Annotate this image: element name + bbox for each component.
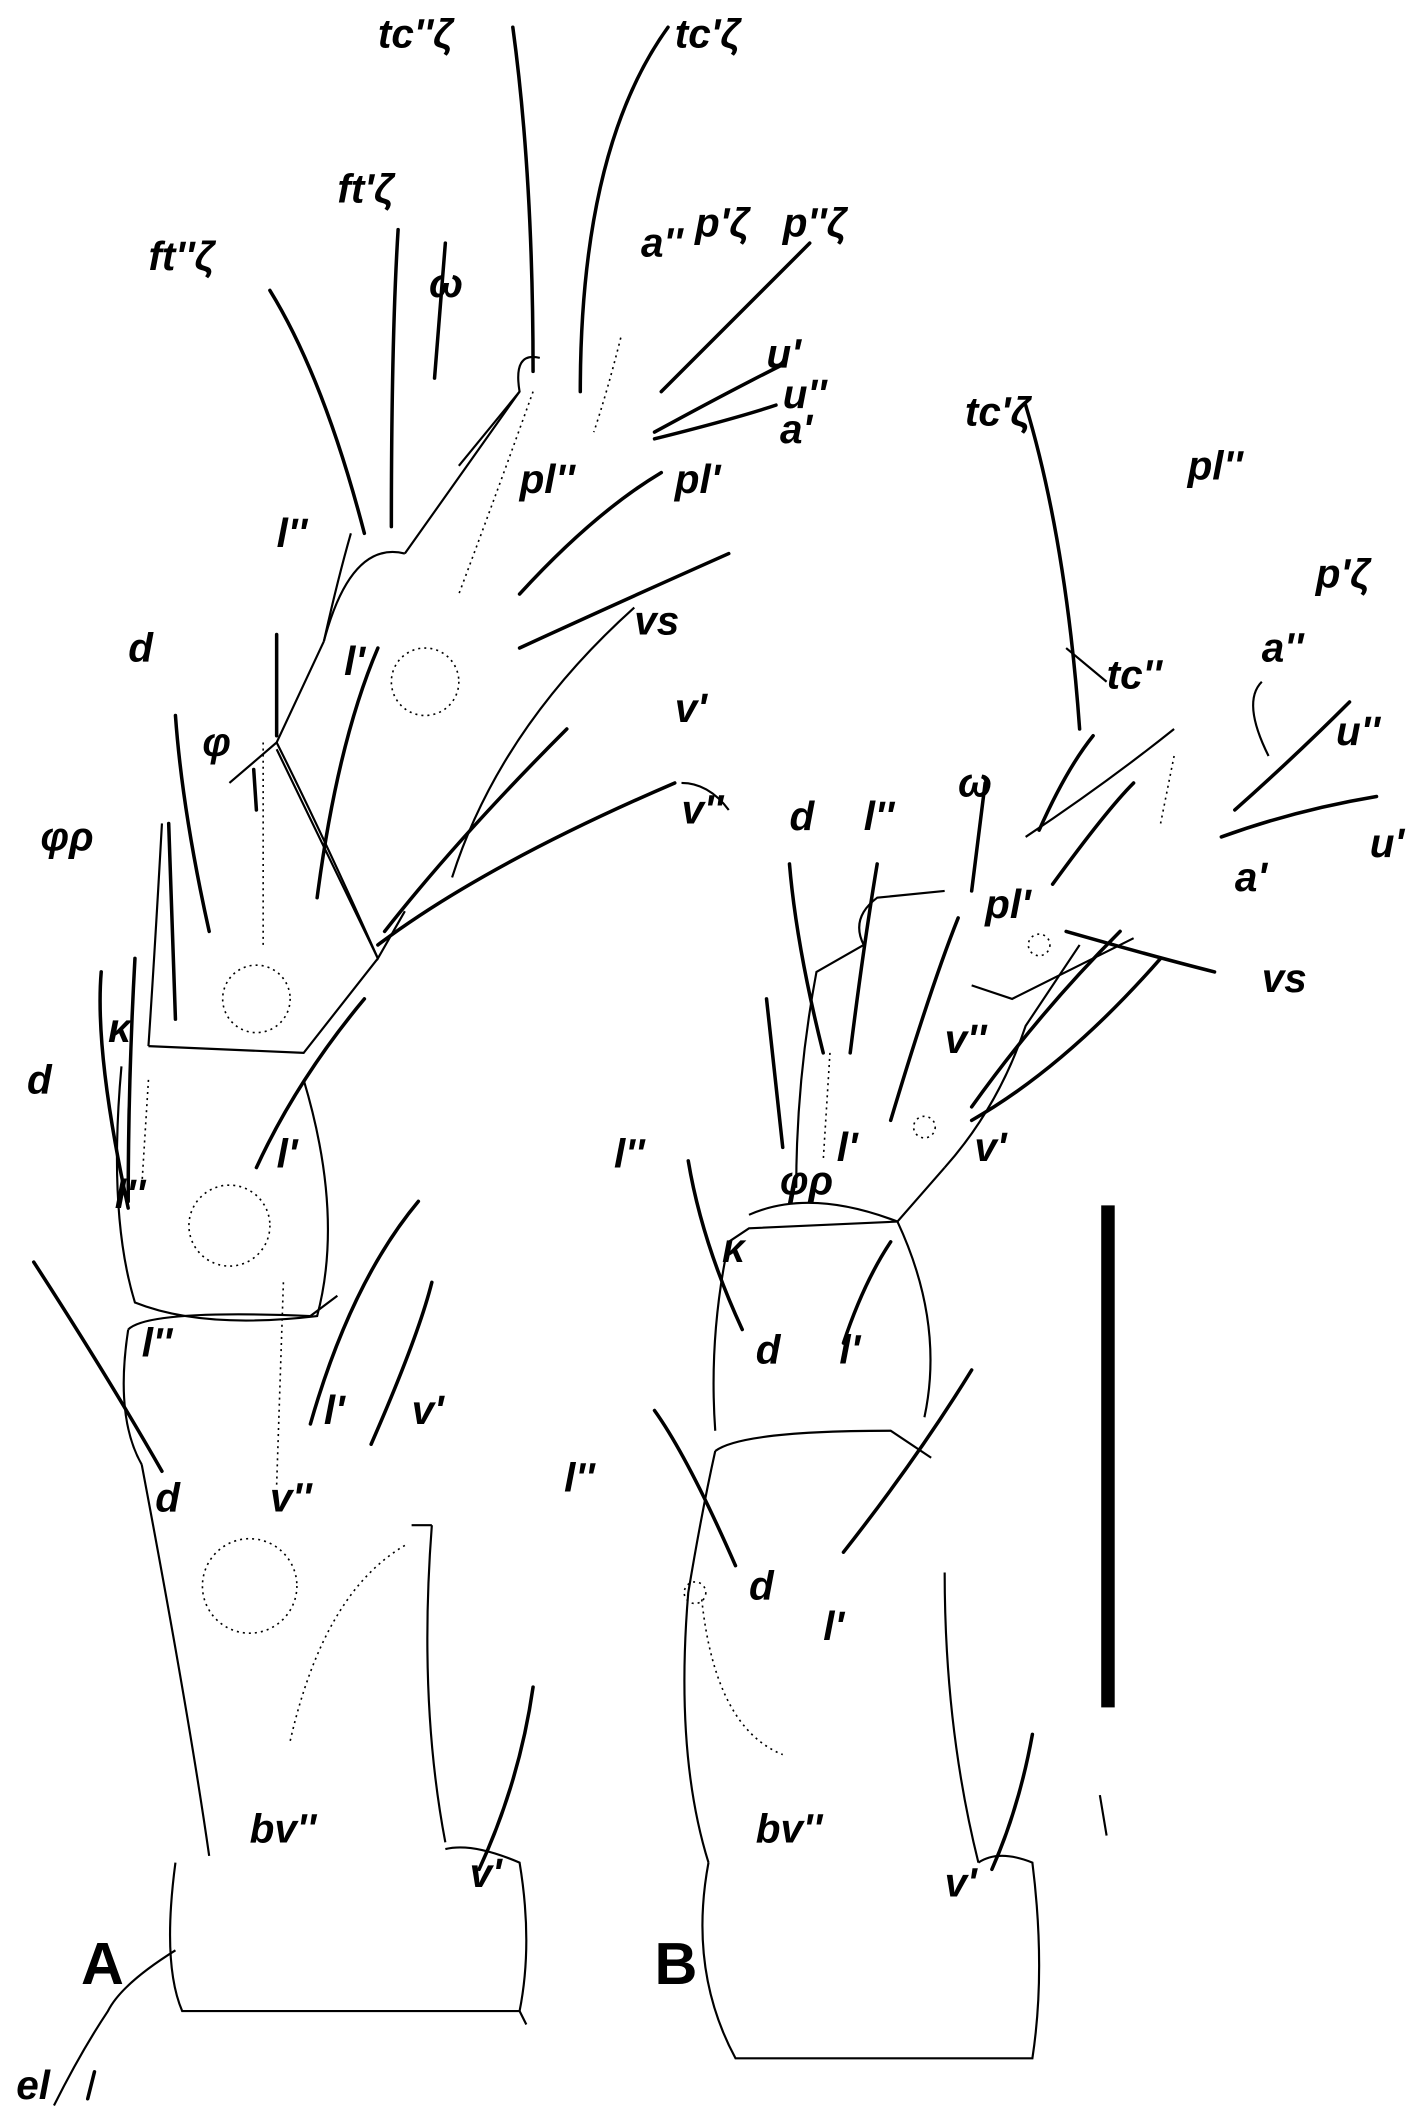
label: v' bbox=[675, 685, 709, 731]
label: l'' bbox=[115, 1171, 147, 1217]
label: a' bbox=[1235, 854, 1269, 900]
label: ft''ζ bbox=[148, 233, 216, 279]
label: vs bbox=[634, 598, 679, 644]
label: u'' bbox=[1336, 708, 1381, 754]
label: v' bbox=[974, 1124, 1008, 1170]
leg-b-alveoli bbox=[683, 755, 1175, 1756]
label: v' bbox=[470, 1850, 504, 1896]
label: l' bbox=[823, 1603, 845, 1649]
leg-b-outline bbox=[683, 647, 1270, 2060]
label: ft'ζ bbox=[337, 166, 396, 212]
label: κ bbox=[722, 1225, 747, 1271]
label: pl'' bbox=[1187, 442, 1245, 488]
leg-b-setae bbox=[652, 403, 1379, 1872]
label: u'' bbox=[783, 371, 828, 417]
label: κ bbox=[108, 1005, 133, 1051]
label: d bbox=[155, 1475, 181, 1521]
label: d bbox=[27, 1056, 53, 1102]
label: tc'ζ bbox=[965, 388, 1033, 434]
label: tc'' bbox=[1107, 652, 1164, 698]
label: l'' bbox=[864, 793, 896, 839]
label: ω bbox=[429, 260, 463, 306]
label: p''ζ bbox=[782, 199, 849, 245]
label: l'' bbox=[142, 1320, 174, 1366]
label: l'' bbox=[564, 1454, 596, 1500]
label: u' bbox=[767, 330, 803, 376]
label: d bbox=[128, 625, 154, 671]
label: d bbox=[749, 1562, 775, 1608]
label: l' bbox=[344, 638, 366, 684]
label: pl'' bbox=[519, 456, 577, 502]
panel-a-labels: tc''ζ tc'ζ ft'ζ ft''ζ ω a'' p'ζ p''ζ u' … bbox=[16, 10, 848, 2107]
label: φ bbox=[202, 719, 230, 765]
label: l' bbox=[324, 1387, 346, 1433]
label: v'' bbox=[945, 1016, 988, 1062]
label: bv'' bbox=[756, 1805, 824, 1851]
label: v'' bbox=[682, 786, 725, 832]
label: l'' bbox=[614, 1131, 646, 1177]
label: vs bbox=[1262, 955, 1307, 1001]
leg-a-setae bbox=[31, 25, 812, 2101]
label: v' bbox=[945, 1859, 979, 1905]
label: l' bbox=[277, 1131, 299, 1177]
label: a'' bbox=[641, 220, 684, 266]
label: pl' bbox=[674, 456, 722, 502]
label: l' bbox=[837, 1124, 859, 1170]
label: u' bbox=[1370, 820, 1406, 866]
label: tc'ζ bbox=[675, 10, 743, 56]
panel-label-b: B bbox=[655, 1930, 698, 1997]
label: l'' bbox=[277, 510, 309, 556]
leg-a-alveoli bbox=[140, 337, 622, 1742]
leg-a-outline bbox=[53, 355, 730, 2106]
label: l' bbox=[839, 1326, 861, 1372]
label: v'' bbox=[270, 1475, 313, 1521]
label: a' bbox=[780, 406, 814, 452]
label: el bbox=[16, 2062, 51, 2108]
scale-bar bbox=[1101, 1205, 1115, 1708]
label: d bbox=[756, 1326, 782, 1372]
label: tc''ζ bbox=[378, 10, 455, 56]
label: v' bbox=[412, 1387, 446, 1433]
label: d bbox=[789, 793, 815, 839]
panel-label-a: A bbox=[81, 1930, 124, 1997]
panel-b-labels: tc'ζ pl'' p'ζ a'' tc'' u'' u' a' ω d l''… bbox=[564, 388, 1405, 1997]
label: p'ζ bbox=[1315, 550, 1372, 596]
label: p'ζ bbox=[694, 199, 751, 245]
label: φρ bbox=[780, 1158, 833, 1204]
label: pl' bbox=[984, 881, 1032, 927]
label: ω bbox=[958, 759, 992, 805]
label: a'' bbox=[1262, 625, 1305, 671]
label: bv'' bbox=[250, 1805, 318, 1851]
label: φρ bbox=[40, 813, 93, 859]
